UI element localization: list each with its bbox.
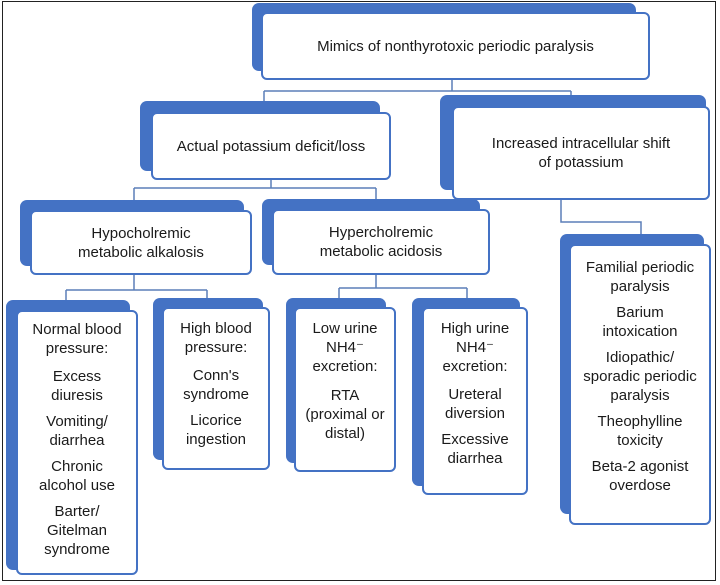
normal-bp-item: Excess diuresis <box>51 368 103 404</box>
low-nh4-box: Low urine NH4⁻ excretion: RTA (proximal … <box>294 307 396 472</box>
high-bp-item: Licorice ingestion <box>185 412 247 448</box>
root-label: Mimics of nonthyrotoxic periodic paralys… <box>317 37 594 55</box>
connector-root <box>263 80 572 106</box>
low-nh4-header: Low urine NH4⁻ excretion: <box>312 320 378 375</box>
root-box: Mimics of nonthyrotoxic periodic paralys… <box>261 12 650 80</box>
normal-bp-item: Chronic alcohol use <box>39 458 115 494</box>
intracellular-shift-box: Increased intracellular shift of potassi… <box>452 106 710 200</box>
high-nh4-box: High urine NH4⁻ excretion: Ureteral dive… <box>422 307 528 495</box>
potassium-loss-label: Actual potassium deficit/loss <box>176 137 366 155</box>
shift-cause-item: Familial periodic paralysis <box>585 259 695 295</box>
connector-potassium-loss <box>133 180 377 202</box>
shift-cause-item: Beta-2 agonist overdose <box>591 458 689 494</box>
connector-hyperchloremic <box>338 275 468 300</box>
low-nh4-item: RTA (proximal or distal) <box>305 387 385 442</box>
high-bp-header: High blood pressure: <box>180 320 252 356</box>
normal-bp-header: Normal blood pressure: <box>32 321 122 357</box>
shift-causes-box: Familial periodic paralysis Barium intox… <box>569 244 711 525</box>
hypochloremic-label: Hypocholremic metabolic alkalosis <box>78 224 204 261</box>
connector-hypochloremic <box>65 275 208 303</box>
potassium-loss-box: Actual potassium deficit/loss <box>151 112 391 180</box>
hyperchloremic-label: Hypercholremic metabolic acidosis <box>319 224 443 260</box>
normal-bp-item: Barter/ Gitelman syndrome <box>44 503 110 558</box>
high-bp-item: Conn's syndrome <box>183 367 249 403</box>
high-bp-box: High blood pressure: Conn's syndrome Lic… <box>162 307 270 470</box>
normal-bp-item: Vomiting/ diarrhea <box>46 413 108 449</box>
shift-cause-item: Idiopathic/ sporadic periodic paralysis <box>583 349 697 404</box>
normal-bp-box: Normal blood pressure: Excess diuresis V… <box>16 310 138 575</box>
hyperchloremic-box: Hypercholremic metabolic acidosis <box>272 209 490 275</box>
shift-cause-item: Barium intoxication <box>602 304 678 340</box>
connector-intracellular-shift <box>560 200 642 240</box>
high-nh4-item: Excessive diarrhea <box>441 431 509 467</box>
high-nh4-header: High urine NH4⁻ excretion: <box>440 320 510 375</box>
shift-cause-item: Theophylline toxicity <box>597 413 683 449</box>
high-nh4-item: Ureteral diversion <box>444 386 506 422</box>
hypochloremic-box: Hypocholremic metabolic alkalosis <box>30 210 252 275</box>
intracellular-shift-label: Increased intracellular shift of potassi… <box>491 135 671 171</box>
